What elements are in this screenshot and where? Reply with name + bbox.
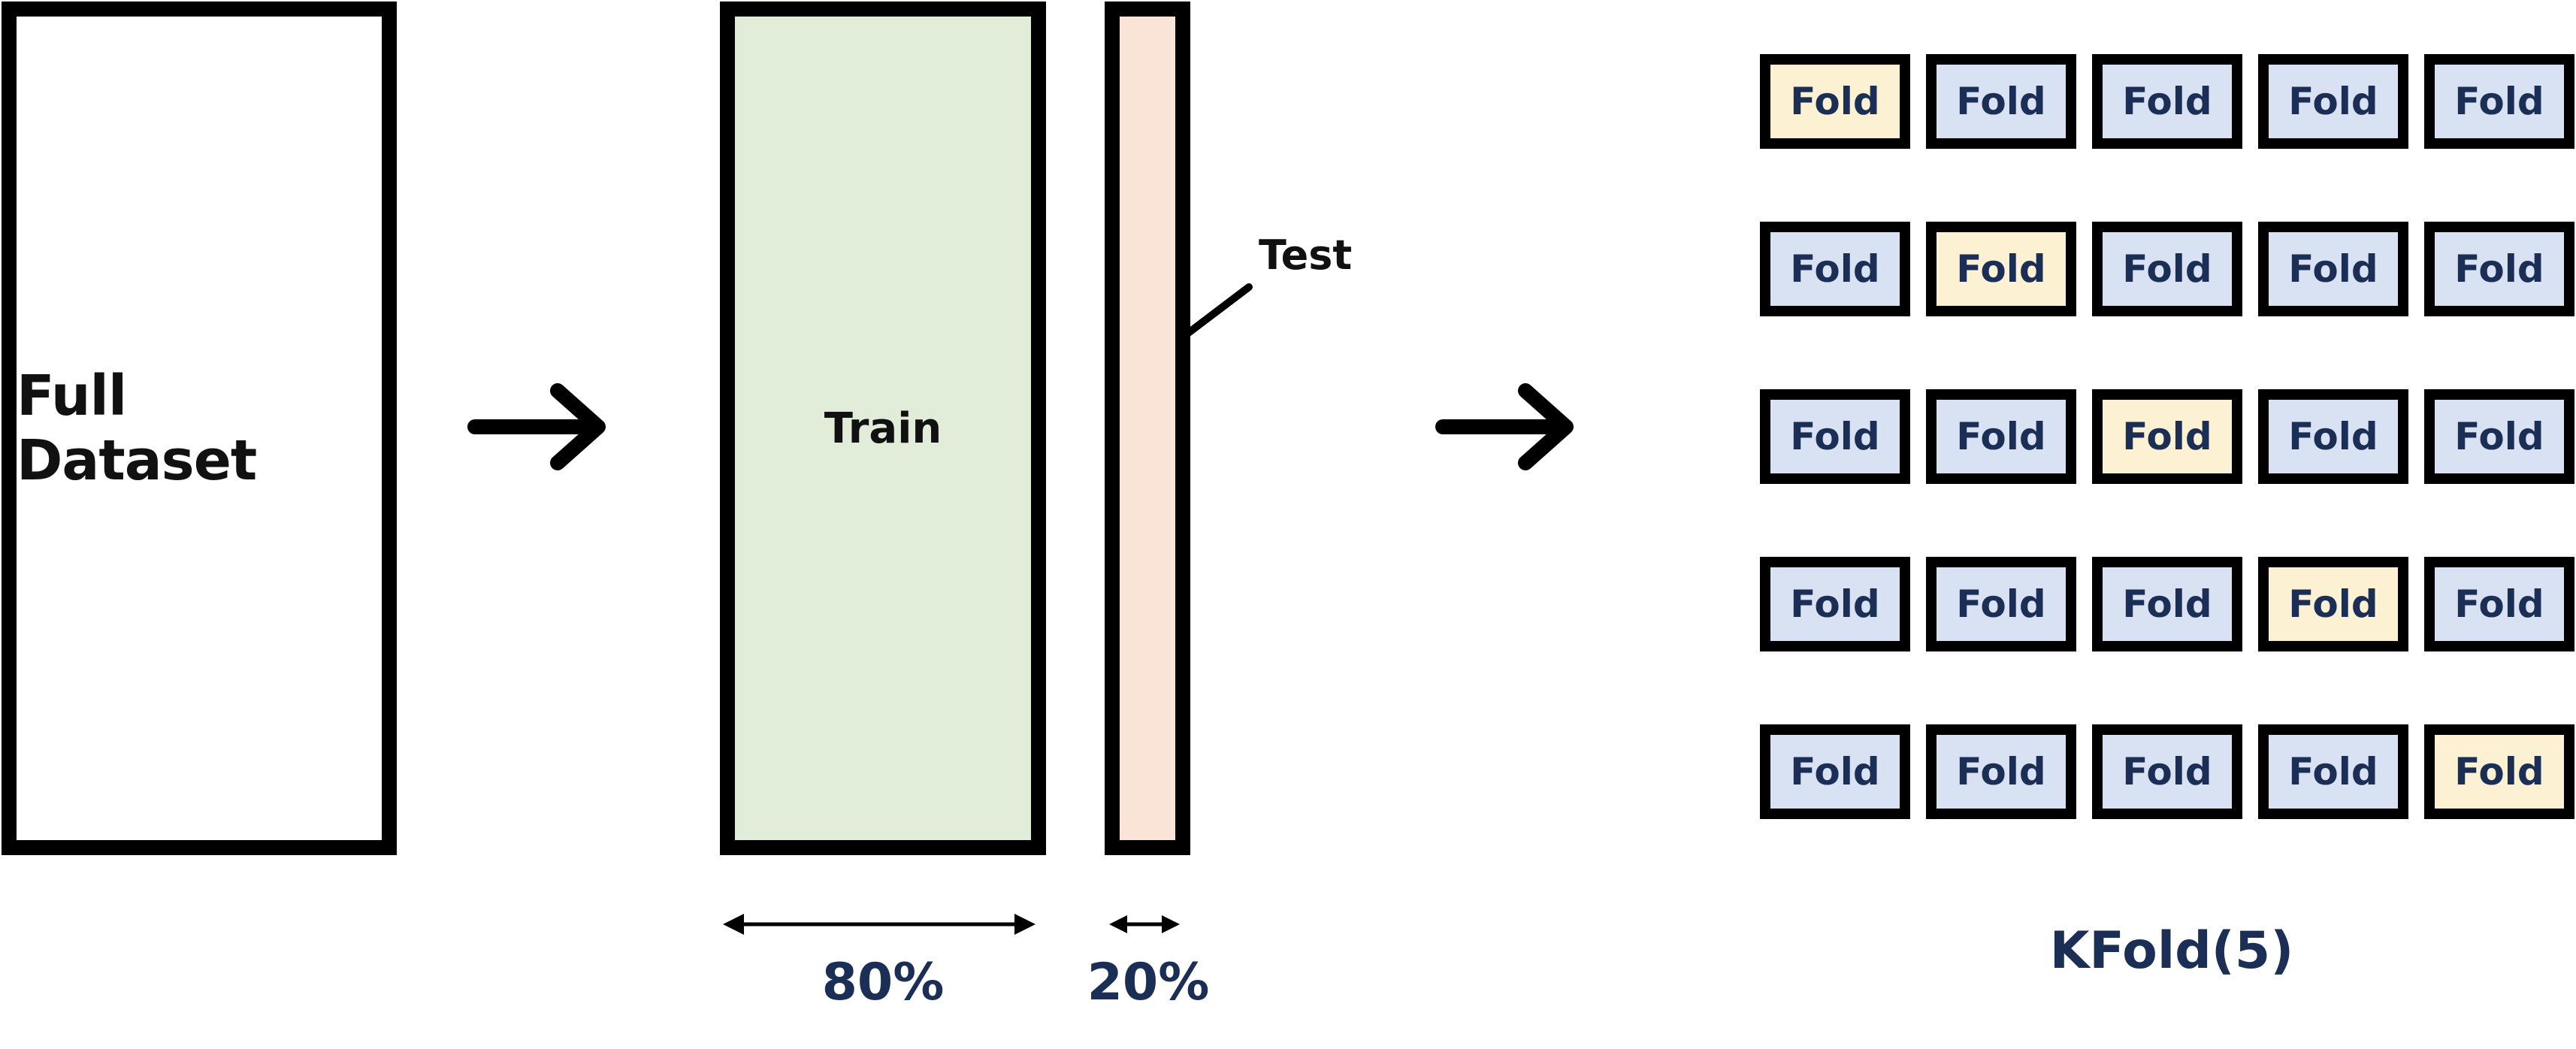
arrow-right-1 xyxy=(467,383,606,470)
test-percentage: 20% xyxy=(1087,953,1210,1012)
arrow-right-2 xyxy=(1435,383,1574,470)
fold-cell: Fold xyxy=(2258,222,2408,316)
fold-cell: Fold xyxy=(2092,557,2242,651)
train-box: Train xyxy=(720,2,1046,855)
fold-cell: Fold xyxy=(1760,389,1910,484)
fold-cell: Fold xyxy=(2258,724,2408,819)
fold-cell: Fold xyxy=(1926,389,2076,484)
fold-cell: Fold xyxy=(2258,389,2408,484)
fold-cell: Fold xyxy=(1760,557,1910,651)
test-box xyxy=(1105,2,1190,855)
fold-cell: Fold xyxy=(1926,222,2076,316)
fold-cell: Fold xyxy=(2092,54,2242,149)
full-dataset-box: Full Dataset xyxy=(2,2,397,855)
fold-cell: Fold xyxy=(1760,54,1910,149)
fold-cell: Fold xyxy=(2092,222,2242,316)
fold-cell: Fold xyxy=(1926,724,2076,819)
fold-cell: Fold xyxy=(2092,724,2242,819)
train-percentage: 80% xyxy=(821,953,945,1012)
full-dataset-label: Full Dataset xyxy=(17,364,257,493)
fold-cell: Fold xyxy=(2258,54,2408,149)
fold-cell: Fold xyxy=(2092,389,2242,484)
fold-cell: Fold xyxy=(2424,54,2574,149)
test-width-arrow xyxy=(1109,915,1180,933)
train-width-arrow xyxy=(723,914,1036,935)
fold-cell: Fold xyxy=(2258,557,2408,651)
fold-cell: Fold xyxy=(2424,557,2574,651)
fold-cell: Fold xyxy=(1926,557,2076,651)
train-label: Train xyxy=(824,404,942,453)
test-label: Test xyxy=(1259,231,1353,279)
fold-cell: Fold xyxy=(1926,54,2076,149)
kfold-label: KFold(5) xyxy=(2049,921,2294,981)
fold-cell: Fold xyxy=(1760,724,1910,819)
fold-cell: Fold xyxy=(2424,222,2574,316)
fold-cell: Fold xyxy=(2424,724,2574,819)
fold-cell: Fold xyxy=(1760,222,1910,316)
fold-cell: Fold xyxy=(2424,389,2574,484)
